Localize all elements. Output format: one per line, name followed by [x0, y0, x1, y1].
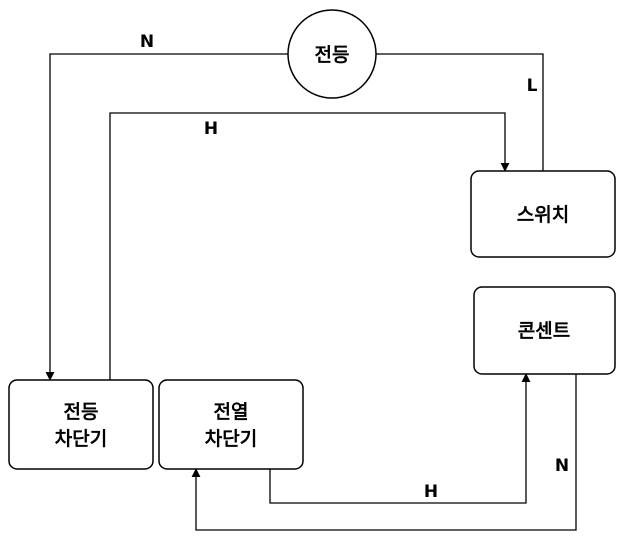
wire-label-lamp-live: L: [527, 76, 538, 96]
wire-outlet-neutral: [191, 374, 577, 531]
lamp-breaker-label-line1: 전등: [64, 401, 99, 423]
heat-breaker-label-line1: 전열: [214, 401, 249, 423]
wire-lamp-neutral: [45, 53, 288, 381]
wire-lamp-hot: [109, 112, 510, 380]
wire-lamp-live: [376, 53, 544, 171]
wire-label-lamp-hot: H: [204, 119, 218, 139]
wire-label-outlet-hot: H: [424, 482, 438, 502]
wire-outlet-hot: [269, 373, 531, 504]
lamp-node: 전등: [287, 9, 377, 99]
wire-label-outlet-neutral: N: [555, 456, 569, 476]
wire-label-lamp-neutral: N: [140, 32, 154, 52]
heat-breaker-label-line2: 차단기: [205, 428, 257, 450]
heat-breaker-node: 전열 차단기: [158, 379, 304, 470]
outlet-label: 콘센트: [518, 320, 570, 342]
switch-node: 스위치: [470, 170, 616, 258]
lamp-breaker-label-line2: 차단기: [55, 428, 107, 450]
switch-label: 스위치: [517, 204, 569, 226]
lamp-breaker-node: 전등 차단기: [8, 379, 154, 470]
outlet-node: 콘센트: [473, 286, 616, 375]
lamp-label: 전등: [315, 44, 350, 66]
